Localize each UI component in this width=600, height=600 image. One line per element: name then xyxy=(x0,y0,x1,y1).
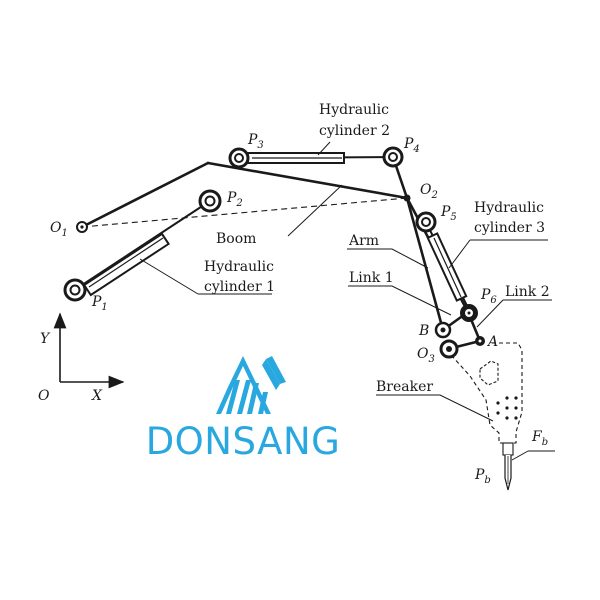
hydraulic-cylinder-1 xyxy=(75,200,211,297)
arm-leader xyxy=(347,248,429,269)
breaker xyxy=(451,342,523,491)
label-hydraulic-cylinder-1-line1: Hydraulic xyxy=(204,259,274,275)
arm xyxy=(405,196,470,332)
label-hydraulic-cylinder-1-line2: cylinder 1 xyxy=(204,279,275,295)
cylinder-3-barrel-inner xyxy=(433,237,462,298)
boom-leader xyxy=(287,184,343,237)
label-b: B xyxy=(418,323,429,339)
label-p1: P1 xyxy=(91,294,108,313)
label-boom: Boom xyxy=(216,231,256,247)
label-p5: P5 xyxy=(440,204,457,223)
coordinate-axes xyxy=(53,312,125,389)
link-1-leader xyxy=(348,285,452,316)
breaker-bolt xyxy=(505,416,509,420)
joint-b xyxy=(434,321,452,339)
label-p4: P4 xyxy=(403,136,420,155)
label-pb: Pb xyxy=(474,467,491,486)
label-p3: P3 xyxy=(247,132,264,151)
breaker-window xyxy=(479,360,499,386)
label-arm: Arm xyxy=(348,233,379,249)
boom-upper-segment xyxy=(206,161,409,200)
cylinder-3-leader xyxy=(448,239,471,269)
labels: O1 P1 P2 P3 P4 O2 P5 P6 B A O3 Pb Fb Hyd… xyxy=(38,102,550,486)
label-p6: P6 xyxy=(480,287,497,306)
label-hydraulic-cylinder-2-line2: cylinder 2 xyxy=(319,123,390,139)
cylinder-2-leader xyxy=(317,141,331,156)
joint-p6 xyxy=(460,304,478,322)
boom-reference-dashed-line xyxy=(81,197,408,228)
joint-p2 xyxy=(198,189,222,213)
label-link-1: Link 1 xyxy=(349,270,394,286)
breaker-bolt xyxy=(514,396,518,400)
label-link-2: Link 2 xyxy=(505,284,550,300)
label-breaker: Breaker xyxy=(376,379,433,395)
boom xyxy=(80,155,409,229)
breaker-bolt xyxy=(505,396,509,400)
boom-lower-segment xyxy=(80,161,210,229)
fb-leader xyxy=(511,450,529,461)
link-2-leader xyxy=(476,299,504,328)
label-a: A xyxy=(486,334,498,350)
hydraulic-cylinder-3 xyxy=(425,221,471,313)
joint-a xyxy=(475,336,485,346)
label-p2: P2 xyxy=(226,190,243,209)
hydraulic-cylinder-2 xyxy=(238,152,394,164)
donsang-logo-mark xyxy=(216,356,286,414)
label-fb: Fb xyxy=(531,429,548,448)
joint-o2 xyxy=(403,194,411,202)
label-hydraulic-cylinder-2-line1: Hydraulic xyxy=(319,102,389,118)
breaker-bolt xyxy=(514,406,518,410)
breaker-bolt xyxy=(496,401,500,405)
label-hydraulic-cylinder-3-line1: Hydraulic xyxy=(474,200,544,216)
breaker-chisel-collar xyxy=(502,442,514,456)
breaker-leader xyxy=(376,394,494,422)
cylinder-1-rod xyxy=(75,200,211,290)
breaker-body-outline xyxy=(451,342,523,444)
joint-p5 xyxy=(415,211,437,233)
joint-o3 xyxy=(439,339,459,359)
joint-p4 xyxy=(382,146,404,168)
joint-o1 xyxy=(76,221,88,233)
joints xyxy=(63,146,485,359)
leader-lines xyxy=(139,141,555,461)
label-axis-y: Y xyxy=(40,331,51,347)
label-o2: O2 xyxy=(420,182,438,201)
joint-p3 xyxy=(228,147,250,169)
breaker-bolt xyxy=(496,411,500,415)
joint-p1 xyxy=(63,278,87,302)
cylinder-1-barrel-inner xyxy=(88,237,164,288)
label-hydraulic-cylinder-3-line2: cylinder 3 xyxy=(474,220,545,236)
brand-name: DONSANG xyxy=(146,420,341,463)
label-axis-origin: O xyxy=(38,388,50,404)
label-o1: O1 xyxy=(50,220,68,239)
cylinder-1-barrel xyxy=(82,232,170,297)
label-o3: O3 xyxy=(417,346,435,365)
breaker-bolt xyxy=(505,406,509,410)
breaker-bolt xyxy=(514,416,518,420)
cylinder-1-leader xyxy=(139,258,199,295)
label-axis-x: X xyxy=(91,388,103,404)
